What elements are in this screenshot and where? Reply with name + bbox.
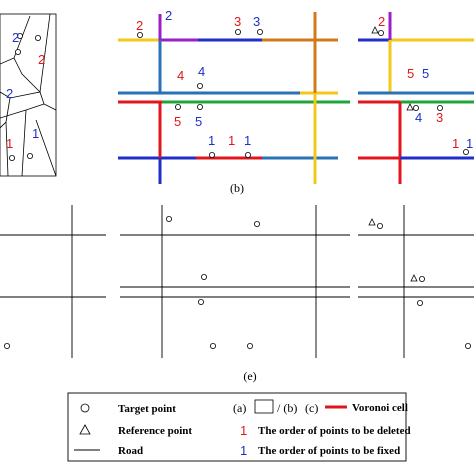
caption-b: (b) (230, 181, 244, 195)
target-point (174, 104, 181, 111)
target-point (165, 215, 172, 222)
legend-fixed: The order of points to be fixed (258, 445, 400, 457)
order-number: 2 (378, 14, 385, 29)
panel-e-points (165, 215, 260, 349)
order-number: 3 (436, 110, 443, 125)
target-point (377, 29, 384, 36)
legend-frame (67, 392, 407, 462)
order-number: 5 (422, 66, 429, 81)
target-point (14, 49, 21, 56)
target-point (412, 105, 419, 112)
panel-a-order-numbers: 2 2 2 1 1 (6, 30, 45, 151)
deleted-order-icon: 1 (240, 423, 247, 438)
target-point (234, 28, 241, 35)
target-point (436, 105, 443, 112)
reference-point (371, 26, 379, 34)
order-number: 5 (174, 114, 181, 129)
target-point (197, 298, 204, 305)
panel-a-voronoi (0, 13, 57, 177)
legend-deleted: The order of points to be deleted (258, 425, 411, 437)
target-point (416, 299, 423, 306)
legend-panel-c: (c) (305, 401, 318, 415)
order-number: 1 (452, 136, 459, 151)
voronoi-edge (5, 121, 9, 177)
voronoi-edge (35, 119, 57, 177)
order-number: 1 (466, 136, 473, 151)
panel-e-roads (120, 205, 350, 358)
caption-e: (e) (243, 369, 256, 383)
voronoi-edge (13, 57, 41, 93)
panel-a-points (8, 33, 42, 161)
order-number: 4 (177, 68, 184, 83)
reference-point (410, 274, 418, 282)
reference-point (368, 218, 376, 226)
order-number: 1 (6, 136, 13, 151)
target-point (26, 152, 33, 159)
legend-panel-a: (a) (233, 401, 246, 415)
target-point (16, 33, 23, 40)
legend-target-point: Target point (118, 403, 176, 415)
target-point (200, 273, 207, 280)
panel-d-roads (0, 205, 106, 358)
target-point (244, 151, 251, 158)
order-number: 3 (234, 14, 241, 29)
legend-reference-point: Reference point (118, 425, 192, 437)
order-number: 1 (228, 133, 235, 148)
target-point (35, 35, 42, 42)
target-point (462, 148, 469, 155)
panel-f-points (368, 218, 471, 349)
order-number: 1 (244, 133, 251, 148)
target-point-icon (80, 403, 90, 413)
voronoi-edge (0, 97, 11, 129)
target-point (136, 32, 143, 39)
panel-b-order-numbers: 2 2 3 3 4 4 5 5 1 1 1 (136, 8, 260, 148)
panel-f-roads (358, 205, 474, 358)
square-icon (254, 399, 274, 414)
order-number: 3 (253, 14, 260, 29)
order-number: 1 (208, 133, 215, 148)
panel-c-points (371, 26, 469, 155)
panel-c-roads (358, 12, 474, 184)
target-point (253, 220, 260, 227)
legend-voronoi-cell: Voronoi cell (352, 402, 408, 414)
target-point (196, 83, 203, 90)
panel-a-frame (0, 13, 57, 177)
legend-road: Road (118, 445, 143, 457)
voronoi-edge (39, 13, 51, 93)
panel-c-order-numbers: 2 5 5 4 3 1 1 (378, 14, 473, 151)
target-point (209, 342, 216, 349)
target-point (8, 154, 15, 161)
target-point (4, 342, 10, 349)
panel-b-roads (118, 12, 350, 184)
legend: Target point Reference point Road (a) / … (67, 392, 411, 462)
panel-b-points (136, 28, 263, 158)
order-number: 5 (407, 66, 414, 81)
order-number: 5 (195, 114, 202, 129)
order-number: 2 (12, 30, 19, 45)
fixed-order-icon: 1 (240, 443, 247, 458)
order-number: 2 (38, 52, 45, 67)
target-point (464, 342, 471, 349)
target-point (246, 342, 253, 349)
voronoi-edge (21, 109, 27, 177)
target-point (208, 151, 215, 158)
target-point (196, 104, 203, 111)
legend-panel-b: / (b) (277, 401, 297, 415)
order-number: 4 (198, 64, 205, 79)
voronoi-edge (0, 103, 45, 119)
order-number: 4 (415, 110, 422, 125)
order-number: 2 (136, 18, 143, 33)
reference-point-icon (79, 424, 91, 435)
target-point (256, 28, 263, 35)
order-number: 2 (165, 8, 172, 23)
target-point (418, 275, 425, 282)
reference-point (406, 103, 414, 111)
order-number: 2 (6, 86, 13, 101)
order-number: 1 (32, 126, 39, 141)
target-point (376, 222, 383, 229)
